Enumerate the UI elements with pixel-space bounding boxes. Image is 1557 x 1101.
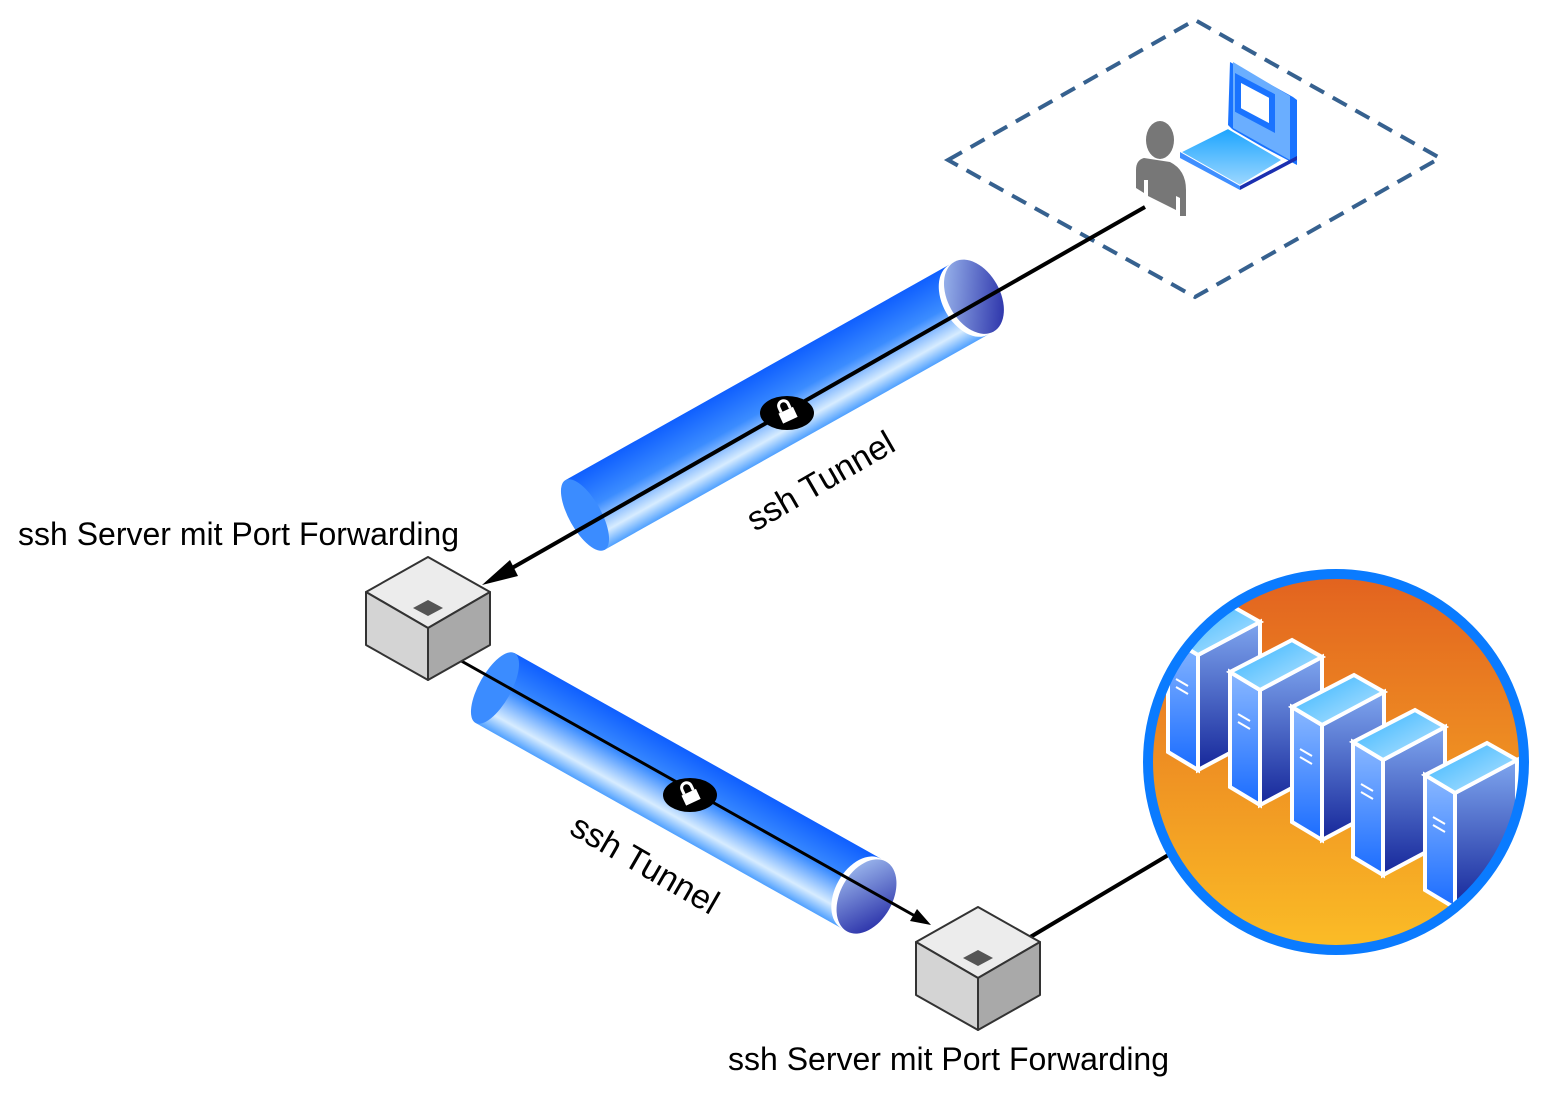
server-2-box-icon <box>915 906 1041 1031</box>
server-1-box-icon <box>365 556 491 681</box>
server-1-label: ssh Server mit Port Forwarding <box>18 516 459 552</box>
server-2-label: ssh Server mit Port Forwarding <box>728 1041 1169 1077</box>
client-zone <box>943 17 1445 300</box>
dashed-boundary <box>943 17 1445 300</box>
connector-client-to-server1 <box>482 205 1146 585</box>
arrow-head-icon <box>910 909 931 925</box>
lock-icon <box>758 394 816 432</box>
laptop-icon <box>1177 62 1297 190</box>
user-icon <box>1136 121 1186 216</box>
arrow-head-icon <box>482 560 518 585</box>
server-rack-icon <box>1143 569 1529 955</box>
lock-icon <box>661 776 719 814</box>
